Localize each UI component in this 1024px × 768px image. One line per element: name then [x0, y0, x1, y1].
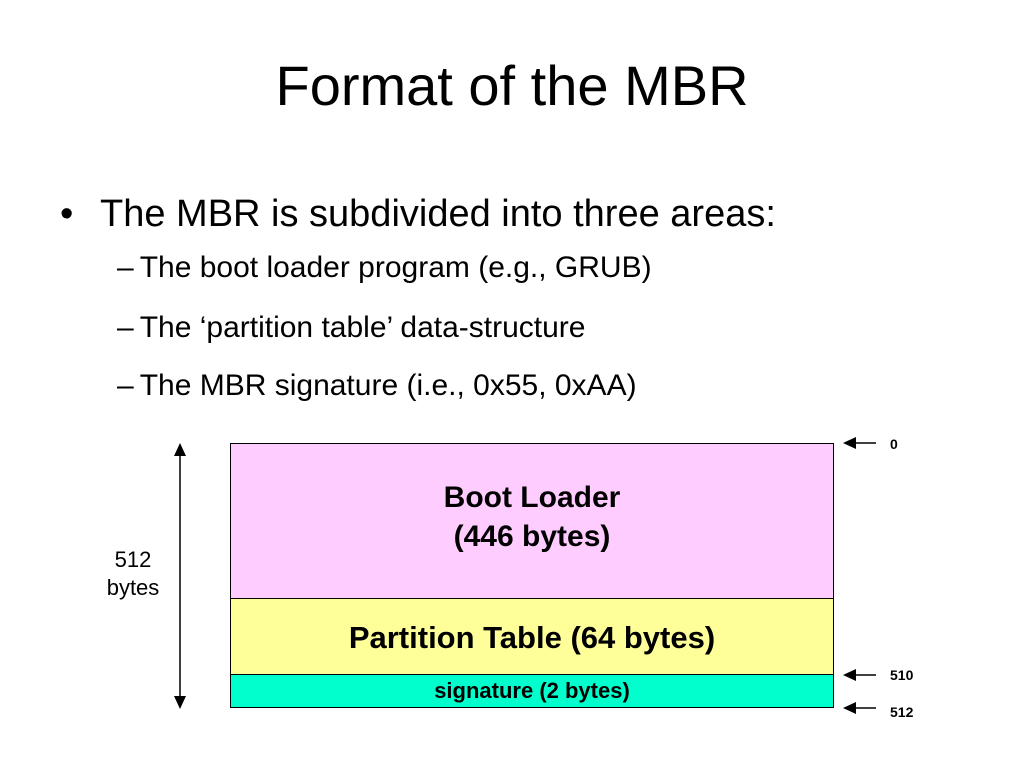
- partition-table-label: Partition Table (64 bytes): [348, 620, 716, 655]
- size-label-number: 512: [114, 547, 152, 572]
- bullet-dot: •: [60, 193, 74, 235]
- sub-bullet-dash: –: [117, 369, 134, 402]
- offset-label-0: 0: [890, 436, 898, 452]
- boot-loader-size: (446 bytes): [453, 520, 611, 553]
- size-label: 512 bytes: [100, 546, 166, 601]
- offset-arrow-512: [843, 702, 876, 714]
- sub-bullet-text: The ‘partition table’ data-structure: [139, 311, 586, 344]
- size-label-unit: bytes: [106, 574, 160, 600]
- signature-region: signature (2 bytes): [230, 674, 834, 708]
- sub-bullet-boot-loader: –The boot loader program (e.g., GRUB): [117, 251, 652, 286]
- main-bullet-text: The MBR is subdivided into three areas:: [100, 193, 776, 235]
- slide-title: Format of the MBR: [275, 54, 749, 117]
- sub-bullet-dash: –: [117, 311, 134, 344]
- sub-bullet-text: The boot loader program (e.g., GRUB): [139, 251, 652, 284]
- sub-bullet-text: The MBR signature (i.e., 0x55, 0xAA): [139, 369, 637, 402]
- offset-label-510: 510: [890, 667, 914, 683]
- size-double-arrow: [174, 443, 186, 709]
- sub-bullet-dash: –: [117, 251, 134, 284]
- main-bullet: • The MBR is subdivided into three areas:: [60, 193, 776, 237]
- sub-bullet-partition-table: –The ‘partition table’ data-structure: [117, 311, 585, 346]
- signature-label: signature (2 bytes): [434, 678, 630, 703]
- boot-loader-label: Boot Loader: [443, 481, 621, 514]
- offset-arrow-0: [843, 437, 876, 449]
- partition-table-region: Partition Table (64 bytes): [230, 598, 834, 675]
- offset-label-512: 512: [890, 704, 914, 720]
- boot-loader-region: Boot Loader (446 bytes): [230, 443, 834, 599]
- offset-arrow-510: [843, 669, 876, 681]
- sub-bullet-signature: –The MBR signature (i.e., 0x55, 0xAA): [117, 369, 637, 404]
